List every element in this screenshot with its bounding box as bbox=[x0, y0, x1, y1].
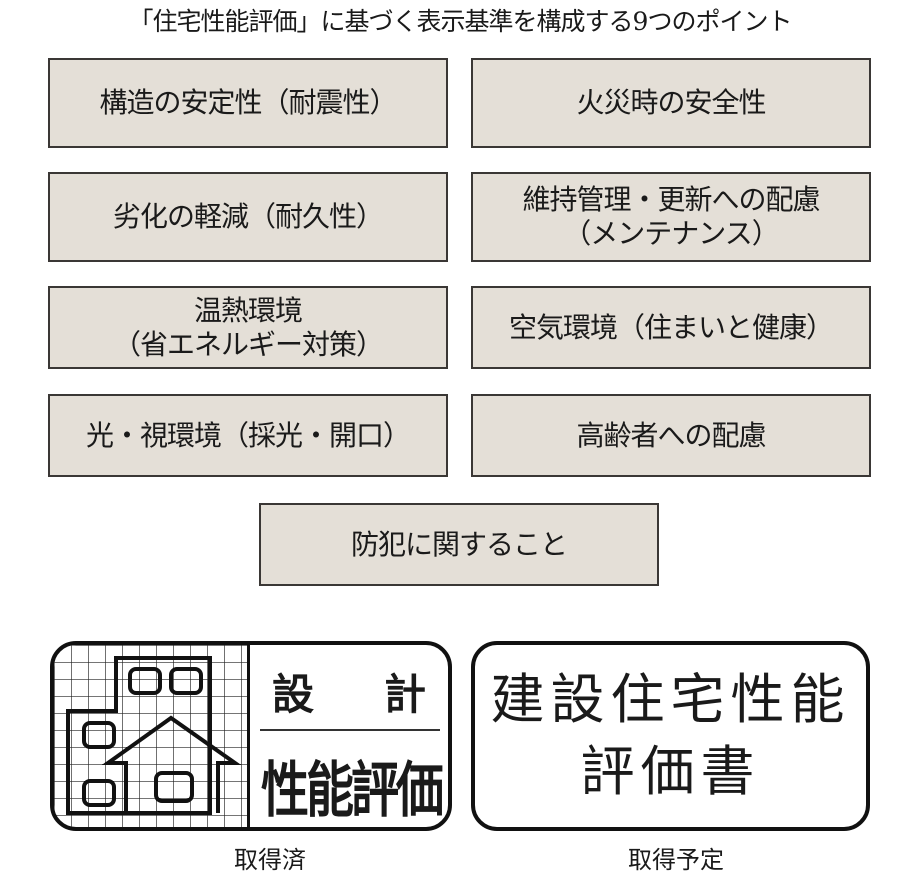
point-structural-stability: 構造の安定性（耐震性） bbox=[48, 58, 448, 148]
point-label: 光・視環境（採光・開口） bbox=[85, 418, 411, 452]
point-elderly-consideration: 高齢者への配慮 bbox=[471, 394, 871, 477]
point-air-environment: 空気環境（住まいと健康） bbox=[471, 286, 871, 369]
point-sublabel: （メンテナンス） bbox=[563, 217, 779, 250]
logo-divider bbox=[260, 729, 440, 731]
point-label: 構造の安定性（耐震性） bbox=[99, 86, 397, 119]
design-evaluation-status: 取得済 bbox=[234, 846, 306, 874]
design-char: 計 bbox=[383, 670, 426, 719]
house-grid-icon bbox=[54, 645, 250, 827]
design-label: 設 計 bbox=[260, 661, 440, 722]
performance-evaluation-label: 性能評価 bbox=[260, 756, 444, 826]
point-label: 高齢者への配慮 bbox=[576, 418, 766, 452]
point-label: 火災時の安全性 bbox=[576, 86, 766, 119]
point-label: 空気環境（住まいと健康） bbox=[508, 310, 834, 344]
logo-line: 評価書 bbox=[580, 740, 761, 803]
design-performance-evaluation-logo: 設 計 性能評価 bbox=[50, 641, 452, 831]
point-fire-safety: 火災時の安全性 bbox=[471, 58, 871, 148]
construction-performance-evaluation-logo: 建設住宅性能 評価書 bbox=[471, 641, 870, 831]
logo-line: 建設住宅性能 bbox=[490, 668, 851, 731]
point-label: 劣化の軽減（耐久性） bbox=[112, 200, 384, 233]
point-thermal-environment: 温熱環境 （省エネルギー対策） bbox=[48, 286, 448, 369]
design-char: 設 bbox=[272, 670, 315, 719]
point-durability: 劣化の軽減（耐久性） bbox=[48, 172, 448, 262]
point-sublabel: （省エネルギー対策） bbox=[112, 327, 384, 361]
point-maintenance: 維持管理・更新への配慮 （メンテナンス） bbox=[471, 172, 871, 262]
point-label: 防犯に関すること bbox=[350, 527, 568, 561]
construction-evaluation-status: 取得予定 bbox=[628, 846, 724, 874]
point-crime-prevention: 防犯に関すること bbox=[259, 503, 659, 586]
point-label: 温熱環境 bbox=[193, 293, 303, 327]
point-label: 維持管理・更新への配慮 bbox=[522, 183, 820, 216]
point-light-visual-environment: 光・視環境（採光・開口） bbox=[48, 394, 448, 477]
page-title: 「住宅性能評価」に基づく表示基準を構成する9つのポイント bbox=[128, 7, 793, 36]
